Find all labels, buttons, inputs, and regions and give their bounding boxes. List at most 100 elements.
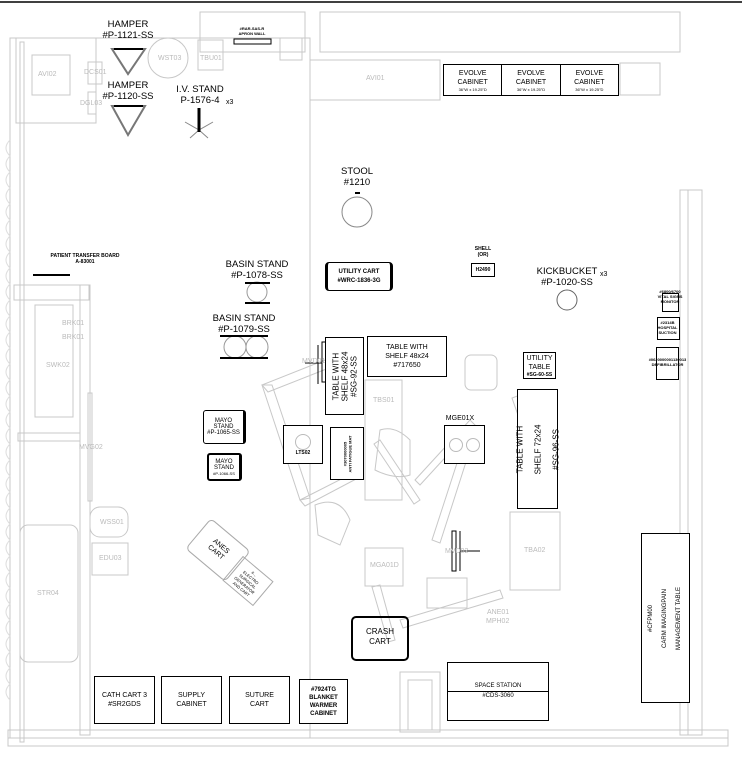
kickbucket-code: #P-1020-SS xyxy=(541,277,593,288)
basin-stand-2-label: BASIN STAND#P-1079-SS xyxy=(209,313,279,335)
c-line: CRASH xyxy=(365,627,394,636)
lts02-light[interactable]: LTS02 xyxy=(283,425,323,464)
m-line: #P-1066-SS xyxy=(213,470,235,476)
cabinet-name: CABINET xyxy=(574,78,605,86)
t-line: UTILITY xyxy=(526,354,553,362)
m-line: #P-1065-SS xyxy=(207,430,240,436)
stool-name: STOOL xyxy=(340,166,374,177)
shell-label: SHELL(OR) xyxy=(468,246,498,258)
mge01x-tag: MGE01X xyxy=(445,415,475,422)
defibrillator[interactable] xyxy=(656,347,679,380)
shell-h2490[interactable]: H2490 xyxy=(471,263,495,277)
t-line: TABLE WITH xyxy=(331,352,340,400)
hospital-suction[interactable] xyxy=(657,317,680,340)
v-line: #6800/6700 xyxy=(659,289,681,294)
t-line: TABLE WITH xyxy=(386,344,428,351)
apron-wall-code: #RAR-SAS-R xyxy=(239,26,265,31)
tag-brk01-a: BRK01 xyxy=(62,320,85,327)
hamper-1-label: HAMPER#P-1121-SS xyxy=(98,19,158,41)
shell-name: SHELL xyxy=(474,246,492,252)
tag-mph02: MPH02 xyxy=(486,618,510,625)
vital-signs-monitor[interactable] xyxy=(662,293,679,312)
cabinet-size: 36"W x 19.25"D xyxy=(458,86,487,92)
s-line: #2314B xyxy=(660,320,675,325)
tag-swk02: SWK02 xyxy=(46,362,70,369)
cabinet-name: EVOLVE xyxy=(458,69,487,77)
mge01x-light[interactable] xyxy=(444,425,485,464)
t-line: #SG-60-SS xyxy=(526,371,553,378)
b-line: #SR2GDS xyxy=(108,701,141,708)
carm-line: CARM IMAGINGPAIN xyxy=(662,588,669,648)
tag-wss01: WSS01 xyxy=(100,519,124,526)
ptb-code: A-83001 xyxy=(75,259,95,265)
apron-wall-icon xyxy=(233,38,272,45)
d-line: DEFIBRILLATOR xyxy=(651,362,684,367)
hamper-2-name: HAMPER xyxy=(107,80,149,91)
iv-stand-name: I.V. STAND xyxy=(176,84,224,95)
kickbucket-qty: x3 xyxy=(600,271,608,278)
hamper-2-code: #P-1120-SS xyxy=(102,91,154,102)
b-line: CATH CART 3 xyxy=(101,692,148,699)
tag-ane01: ANE01 xyxy=(487,609,510,616)
hamper-1-name: HAMPER xyxy=(107,19,149,30)
basin-stand-2-icon xyxy=(220,335,269,359)
cath-cart[interactable]: CATH CART 3 #SR2GDS xyxy=(94,676,155,724)
cabinet-size: 36"W x 19.25"D xyxy=(575,86,604,92)
mat-code: #3070000005 xyxy=(342,441,347,466)
carm-line: MANAGEMENT TABLE xyxy=(676,586,683,650)
basin-stand-code: #P-1079-SS xyxy=(218,324,270,335)
s-line: HOSPITAL xyxy=(657,325,678,330)
d-line: #0620000001130013 xyxy=(648,357,687,362)
tag-dgl03: DGL03 xyxy=(80,100,103,107)
t-line: SHELF 48x24 xyxy=(340,351,349,401)
crash-cart-frame xyxy=(351,616,409,661)
stool-label: STOOL#1210 xyxy=(327,166,387,188)
tag-mvd01: MVD01 xyxy=(302,358,326,365)
space-station[interactable]: SPACE STATION#CDS-3060 xyxy=(447,662,549,721)
basin-stand-code: #P-1078-SS xyxy=(231,270,283,281)
b-line: SUPPLY xyxy=(177,692,206,699)
b-line: BLANKET xyxy=(309,694,338,701)
iv-stand-icon xyxy=(184,108,214,139)
iv-stand-code: P-1576-4 xyxy=(180,95,220,106)
tag-tbs01: TBS01 xyxy=(373,397,395,404)
utility-cart[interactable]: UTILITY CART#WRC-1836-3G xyxy=(325,262,393,291)
s-line: SUCTION xyxy=(658,330,677,335)
tag-dcs01: DCS01 xyxy=(84,69,107,76)
cabinet-name: CABINET xyxy=(515,78,547,86)
tag-wst03: WST03 xyxy=(158,55,182,62)
stool-code: #1210 xyxy=(343,177,371,188)
m-line: STAND xyxy=(214,464,234,471)
b-line: WARMER xyxy=(309,702,338,709)
t-line: SHELF 48x24 xyxy=(385,353,429,360)
v-line: MONITOR xyxy=(660,299,680,304)
supply-cabinet[interactable]: SUPPLY CABINET xyxy=(161,676,222,724)
c-line: CART xyxy=(369,637,391,646)
b-line: CABINET xyxy=(176,701,207,708)
tag-avi02: AVI02 xyxy=(38,71,57,78)
tag-brk01-b: BRK01 xyxy=(62,334,85,341)
iv-stand-qty: x3 xyxy=(226,99,234,106)
ss-line: #CDS-3060 xyxy=(482,693,514,699)
